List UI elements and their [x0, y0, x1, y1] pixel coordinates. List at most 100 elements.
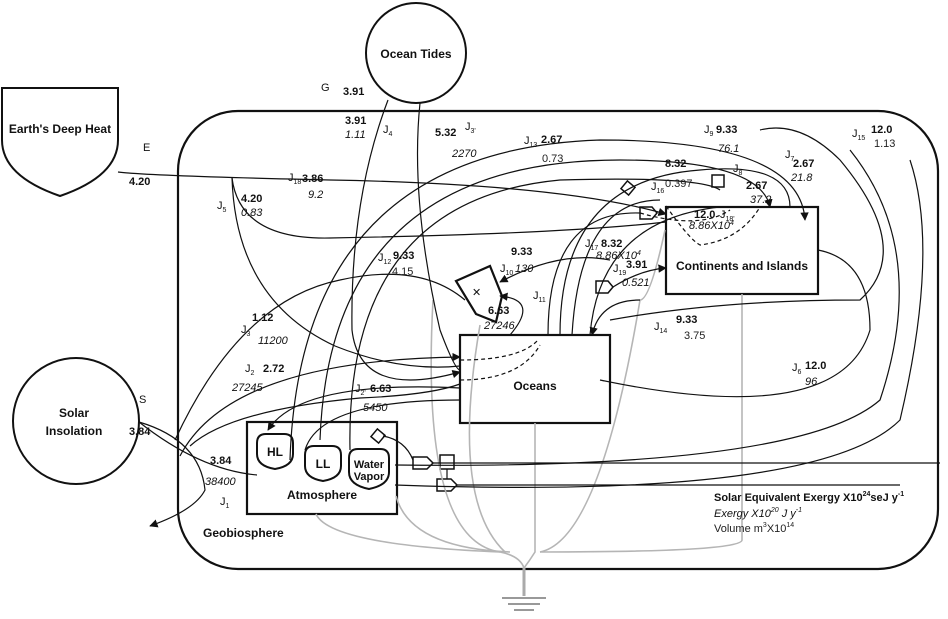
- legend-line-1: Solar Equivalent Exergy X1024seJ y-1: [714, 491, 904, 504]
- letter-g: G: [321, 82, 330, 94]
- j9-italic: 76.1: [718, 143, 739, 155]
- geobiosphere-boundary: [176, 109, 940, 571]
- continents-box: [664, 205, 820, 296]
- j13-plain: 0.73: [542, 153, 563, 165]
- j16-plain: 0.397: [665, 178, 693, 190]
- j15-id: J15: [852, 128, 865, 142]
- ll-label: LL: [316, 457, 331, 471]
- interaction-symbol-5: [711, 174, 725, 188]
- geobiosphere-label: Geobiosphere: [203, 526, 284, 540]
- j15-bold: 12.0: [871, 124, 892, 136]
- interaction-symbol-3: [595, 280, 614, 294]
- j9-id: J9: [704, 124, 714, 138]
- solar-source: [12, 357, 140, 485]
- legend-line-2: Exergy X1020 J y-1: [714, 507, 802, 520]
- j2p-italic: 5450: [363, 402, 388, 414]
- j7-bold: 2.67: [793, 158, 814, 170]
- j8-italic: 37.2: [750, 194, 771, 206]
- oceans-box: [458, 333, 612, 425]
- j19-id: J19: [613, 263, 626, 277]
- legend: Solar Equivalent Exergy X1024seJ y-1 Exe…: [714, 491, 904, 535]
- j19-bold: 3.91: [626, 259, 647, 271]
- j5-italic: 0.83: [241, 207, 263, 219]
- j4-italic: 1.11: [345, 129, 366, 141]
- j1-italic: 38400: [205, 476, 236, 488]
- j2p-bold: 6.63: [370, 383, 391, 395]
- interaction-symbol-2: [436, 478, 459, 492]
- j5-bold: 4.20: [241, 193, 262, 205]
- j14-plain: 3.75: [684, 330, 705, 342]
- j19-italic: 0.521: [622, 277, 650, 289]
- j18p-italic: 8.86X104: [689, 220, 734, 232]
- legend-line-3: Volume m3X1014: [714, 522, 794, 535]
- j17-italic: 8.86X104: [596, 250, 641, 262]
- j11-bold: 6.63: [488, 305, 509, 317]
- water-vapor-tank: [348, 448, 390, 491]
- j3-bold: 1.12: [252, 312, 273, 324]
- atmosphere-label: Atmosphere: [287, 488, 357, 502]
- j1-bold: 3.84: [210, 455, 232, 467]
- j18-italic: 9.2: [308, 189, 323, 201]
- j18-bold: 3.86: [302, 173, 323, 185]
- j3-italic: 11200: [258, 335, 289, 347]
- switch-symbol: [439, 454, 455, 470]
- j17-bold: 8.32: [601, 238, 622, 250]
- letter-s: S: [139, 394, 146, 406]
- j11-id: J11: [533, 290, 546, 304]
- heat-sink: [502, 568, 546, 611]
- j9-bold: 9.33: [716, 124, 737, 136]
- j6-italic: 96: [805, 376, 818, 388]
- j3-id: J3: [241, 324, 251, 338]
- j8-bold: 2.67: [746, 180, 767, 192]
- j12-bold: 9.33: [393, 250, 414, 262]
- j10-bold: 9.33: [511, 246, 532, 258]
- continents-label: Continents and Islands: [676, 259, 808, 273]
- hl-label: HL: [267, 445, 283, 459]
- j6-bold: 12.0: [805, 360, 826, 372]
- valve-symbol-1: [369, 427, 387, 445]
- hl-tank: [256, 433, 294, 471]
- j12-id: J12: [378, 252, 391, 266]
- flow-labels: J1 3.84 38400 J2 2.72 27245 J2' 6.63 545…: [205, 115, 895, 510]
- j14-id: J14: [654, 321, 667, 335]
- j4-bold: 3.91: [345, 115, 366, 127]
- deep-heat-value: 4.20: [129, 176, 150, 188]
- j13-bold: 2.67: [541, 134, 562, 146]
- oceans-label: Oceans: [513, 379, 557, 393]
- j5-id: J5: [217, 200, 227, 214]
- j3p-id: J3': [465, 121, 476, 135]
- consumer-symbol: [454, 264, 504, 324]
- deep-heat-source: [1, 87, 119, 198]
- ocean-tides-source: [365, 2, 467, 104]
- j4-id: J4: [383, 124, 393, 138]
- j2p-id: J2': [355, 383, 366, 397]
- letter-e: E: [143, 142, 150, 154]
- solar-label-1: Solar: [59, 406, 89, 420]
- ocean-tides-label: Ocean Tides: [380, 47, 451, 61]
- j16-id: J16: [651, 181, 664, 195]
- j12-plain: 4.15: [392, 266, 413, 278]
- j18-id: J18: [288, 172, 301, 186]
- j13-id: J13: [524, 135, 537, 149]
- water-vapor-label-1: Water: [354, 459, 385, 471]
- j2-bold: 2.72: [263, 363, 284, 375]
- j11-italic: 27246: [483, 320, 515, 332]
- energy-flows: [117, 99, 940, 528]
- j3p-italic: 2270: [451, 148, 477, 160]
- multiplier-mark: ✕: [472, 287, 481, 299]
- j7-id: J7: [785, 149, 795, 163]
- solar-value: 3.84: [129, 426, 151, 438]
- interaction-symbol-1: [412, 456, 435, 470]
- j2-italic: 27245: [231, 382, 263, 394]
- j10-id: J10: [500, 263, 513, 277]
- j8-id: J8: [733, 163, 743, 177]
- j7-italic: 21.8: [790, 172, 813, 184]
- j1-id: J1: [220, 496, 230, 510]
- deep-heat-label: Earth's Deep Heat: [9, 122, 111, 136]
- ll-tank: [304, 445, 342, 483]
- j17-id: J17: [585, 238, 598, 252]
- j10-italic: 130: [515, 263, 534, 275]
- water-vapor-label-2: Vapor: [354, 471, 385, 483]
- j18p-id: J18': [720, 209, 735, 223]
